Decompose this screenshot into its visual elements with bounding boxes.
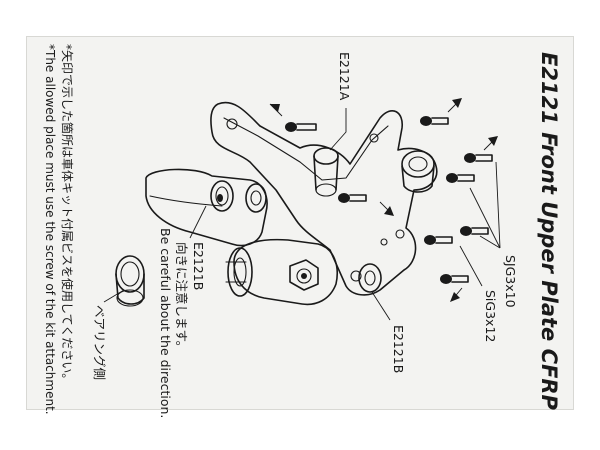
screw-1 (285, 122, 317, 132)
screw-2 (420, 116, 449, 126)
label-e2121a: E2121A (337, 52, 352, 101)
washer-e2121b (358, 263, 382, 293)
arrow-icon (379, 201, 394, 216)
diagram-title: E2121 Front Upper Plate CFRP (537, 52, 561, 411)
pivot-cup (401, 150, 435, 193)
label-direction-jp: 向きに注意します。 (174, 242, 189, 353)
spacer-ring (210, 180, 234, 212)
label-sig3x12: SiG3x12 (483, 290, 498, 342)
screw-3 (464, 153, 493, 163)
label-bearing-side: ベアリング側 (92, 305, 107, 380)
arrow-icon (450, 287, 463, 302)
arrow-icon (269, 103, 283, 117)
lower-arm (145, 168, 268, 247)
note-english: *The allowed place must use the screw of… (43, 44, 57, 415)
label-e2121b-bottom: E2121B (391, 325, 406, 373)
label-direction-en: Be careful about the direction. (158, 228, 173, 418)
knuckle-assembly (225, 238, 338, 306)
arrow-icon (447, 98, 462, 113)
screw-4 (446, 173, 475, 183)
instruction-sheet (26, 36, 574, 410)
label-sjg3x10: SJG3x10 (503, 255, 518, 308)
screw-5 (338, 193, 367, 203)
leader-lines (103, 108, 501, 321)
upright-post (313, 147, 339, 197)
label-e2121b-top: E2121B (191, 242, 206, 290)
note-japanese: *矢印で示した箇所は車体キット付属ビスを使用してください。 (60, 44, 75, 385)
arrow-icon (483, 136, 498, 151)
screw-7 (424, 235, 453, 245)
bearing (115, 255, 145, 307)
upper-plate (210, 101, 438, 296)
screw-6 (460, 226, 489, 236)
washer-left (245, 183, 267, 213)
screw-8 (440, 274, 469, 284)
